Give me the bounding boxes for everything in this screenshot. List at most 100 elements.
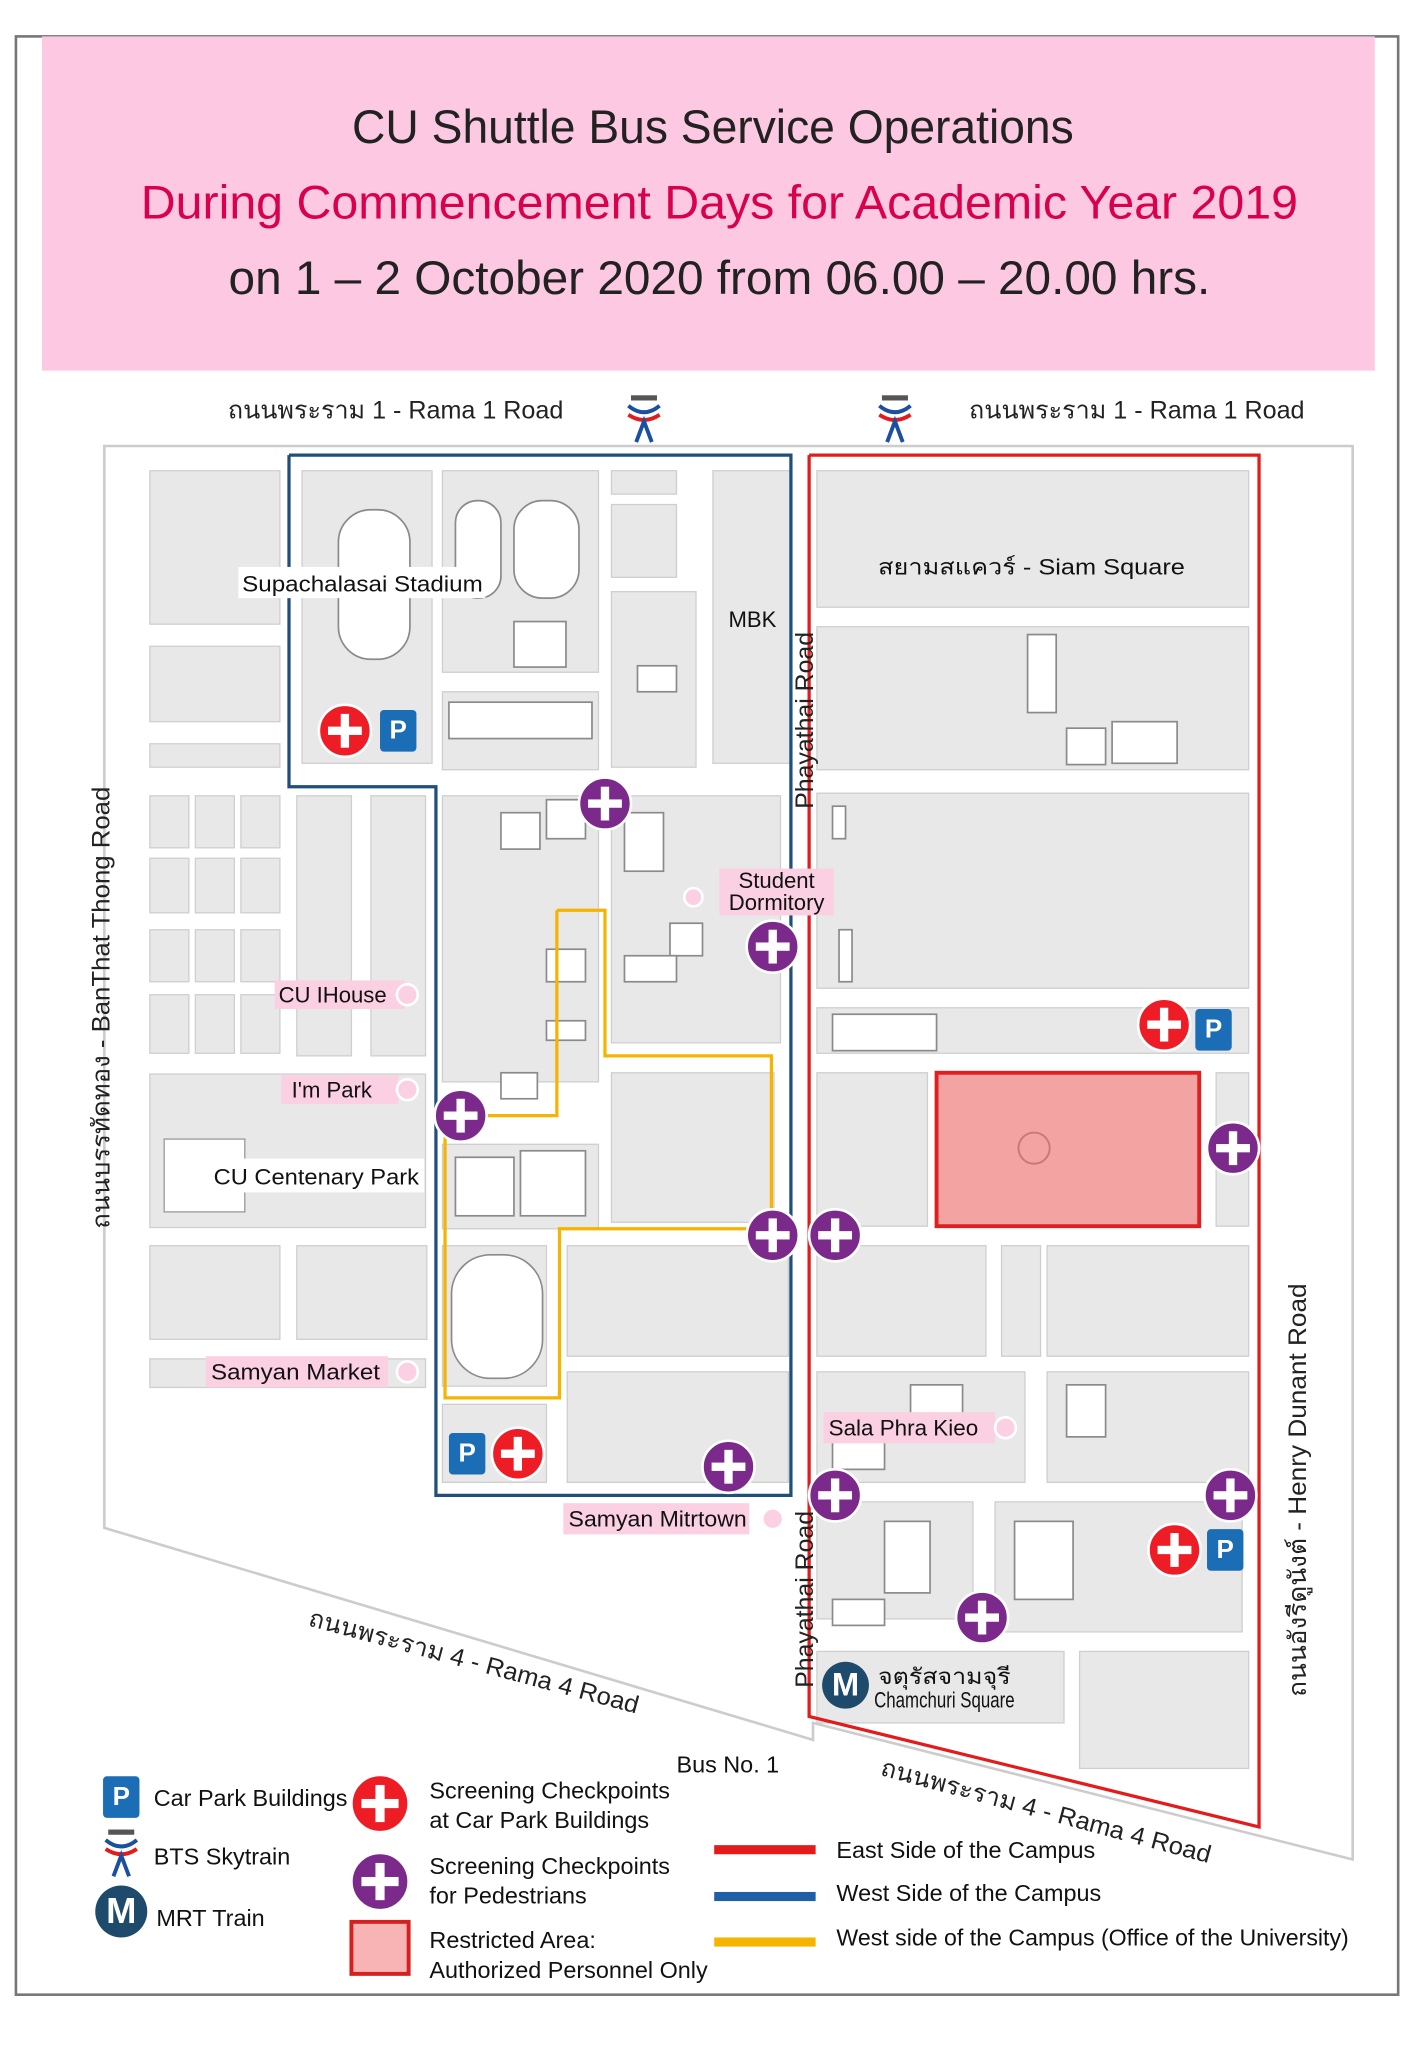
car-park-checkpoint-icon xyxy=(317,703,373,759)
city-block xyxy=(240,857,281,914)
pedestrian-checkpoint-icon xyxy=(745,919,801,974)
city-block xyxy=(296,1245,428,1340)
legend-mrt-label: MRT Train xyxy=(156,1905,264,1931)
city-block xyxy=(1078,1650,1250,1770)
parking-icon: P xyxy=(103,1776,140,1818)
chamchuri-thai-label: จตุรัสจามจุรี xyxy=(878,1664,1011,1690)
city-block xyxy=(816,792,1250,989)
samyan-mitrtown-label: Samyan Mitrtown xyxy=(569,1507,747,1532)
building xyxy=(1026,633,1058,714)
building xyxy=(1065,727,1107,766)
legend-screen-ped-2: for Pedestrians xyxy=(429,1883,586,1909)
city-block xyxy=(816,470,1250,608)
mrt-logo-icon: M xyxy=(822,1661,869,1709)
cu-ihouse-label: CU IHouse xyxy=(279,983,387,1008)
city-block xyxy=(149,994,190,1054)
city-block xyxy=(240,994,281,1054)
city-block xyxy=(194,994,236,1054)
svg-text:P: P xyxy=(458,1438,475,1468)
city-block xyxy=(149,1245,281,1340)
legend-screen-carpark-1: Screening Checkpoints xyxy=(429,1777,670,1803)
building xyxy=(883,1520,931,1594)
legend-west-swatch xyxy=(714,1891,816,1902)
building xyxy=(623,954,678,983)
city-block xyxy=(194,929,236,983)
parking-icon: P xyxy=(448,1432,486,1475)
place-labels: Supachalasai Stadium MBK สยามสแควร์ - Si… xyxy=(163,555,1185,1712)
building xyxy=(448,701,593,740)
legend-screen-carpark-2: at Car Park Buildings xyxy=(429,1807,649,1833)
building xyxy=(545,1019,587,1042)
building xyxy=(545,948,587,983)
legend-pedestrian-checkpoint-icon xyxy=(350,1851,410,1912)
pedestrian-checkpoint-icon xyxy=(807,1468,863,1523)
bts-logo-icon xyxy=(104,1829,139,1878)
siam-square-label: สยามสแควร์ - Siam Square xyxy=(878,555,1185,580)
car-park-checkpoint-icon xyxy=(1136,997,1192,1052)
city-block xyxy=(149,645,281,723)
svg-text:P: P xyxy=(390,715,407,745)
city-block xyxy=(296,795,353,1057)
legend-restricted-2: Authorized Personnel Only xyxy=(429,1957,708,1983)
parking-icon: P xyxy=(1207,1529,1244,1571)
chamchuri-square-label: Chamchuri Square xyxy=(874,1687,1014,1712)
bts-logo-icon xyxy=(627,395,661,443)
building xyxy=(838,928,853,983)
stadium-oval xyxy=(450,1253,544,1380)
building xyxy=(831,1013,938,1052)
building xyxy=(1013,1520,1074,1601)
rama1-road-label-left: ถนนพระราม 1 - Rama 1 Road xyxy=(228,398,563,425)
pedestrian-checkpoint-icon xyxy=(1205,1120,1261,1176)
pedestrian-checkpoint-icon xyxy=(745,1207,801,1263)
restricted-building xyxy=(1017,1131,1051,1165)
city-block xyxy=(1000,1245,1042,1357)
pedestrian-checkpoint-icon xyxy=(1203,1468,1258,1523)
sala-phra-kieo-label: Sala Phra Kieo xyxy=(829,1416,979,1441)
supachalasai-stadium-label: Supachalasai Stadium xyxy=(242,572,483,597)
city-block xyxy=(194,857,236,914)
title-line-3: on 1 – 2 October 2020 from 06.00 – 20.00… xyxy=(229,252,1211,304)
title-line-2: During Commencement Days for Academic Ye… xyxy=(141,176,1298,228)
building xyxy=(519,1149,587,1217)
student-dormitory-label-2: Dormitory xyxy=(729,890,825,915)
legend-east-label: East Side of the Campus xyxy=(836,1837,1095,1863)
student-dormitory-label-1: Student xyxy=(739,868,815,893)
building xyxy=(454,1156,515,1217)
car-park-checkpoint-icon xyxy=(490,1426,546,1482)
city-block xyxy=(370,795,427,1057)
legend-car-park-label: Car Park Buildings xyxy=(154,1785,348,1811)
pedestrian-checkpoint-icon xyxy=(577,776,633,831)
city-block xyxy=(1046,1245,1250,1357)
city-block xyxy=(194,795,236,849)
rama1-road-label-right: ถนนพระราม 1 - Rama 1 Road xyxy=(969,398,1304,425)
legend-bts-label: BTS Skytrain xyxy=(154,1844,290,1870)
building xyxy=(513,620,567,668)
restricted-area xyxy=(934,1070,1202,1229)
city-block xyxy=(149,857,190,914)
cu-centenary-park-label: CU Centenary Park xyxy=(214,1165,420,1190)
legend-restricted-swatch xyxy=(349,1919,411,1976)
city-block xyxy=(149,743,281,768)
bts-logo-icon xyxy=(878,395,912,443)
building xyxy=(636,664,678,693)
header-banner xyxy=(41,36,1375,371)
banthat-thong-road-label: ถนนบรรทัดทอง - BanThat Thong Road xyxy=(89,787,116,1229)
phayathai-road-label-top: Phayathai Road xyxy=(792,632,819,809)
legend-west-label: West Side of the Campus xyxy=(836,1880,1101,1906)
city-block xyxy=(240,929,281,983)
samyan-market-label: Samyan Market xyxy=(211,1360,380,1385)
building xyxy=(623,811,665,873)
svg-text:P: P xyxy=(113,1781,130,1811)
stadium-oval xyxy=(513,499,580,599)
west-route-line xyxy=(287,453,793,1497)
building xyxy=(831,1598,886,1627)
legend-restricted-1: Restricted Area: xyxy=(429,1927,595,1953)
parking-icon: P xyxy=(380,709,417,752)
pedestrian-checkpoint-icon xyxy=(701,1439,756,1495)
city-block xyxy=(240,795,281,849)
city-block xyxy=(149,795,190,849)
svg-text:M: M xyxy=(106,1890,136,1931)
location-dots xyxy=(395,886,1018,1531)
